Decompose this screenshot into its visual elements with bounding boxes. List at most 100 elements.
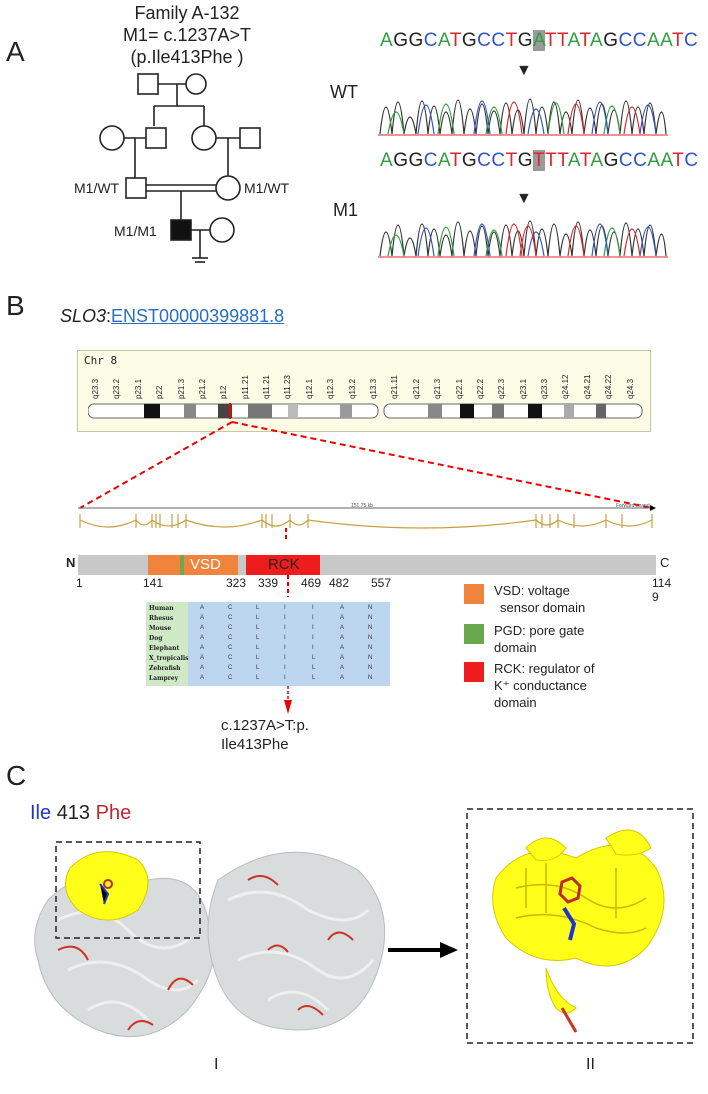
label-structure-i: I: [214, 1056, 219, 1073]
msa-residue: C: [228, 645, 233, 651]
msa-residue: N: [368, 655, 373, 661]
gen2-male-right: [239, 127, 261, 149]
chr-label: Chr 8: [84, 354, 118, 367]
msa-species: Zebrafish: [149, 665, 181, 672]
msa-residue: A: [200, 675, 205, 681]
gen4-female: [209, 217, 235, 243]
msa-residue: N: [368, 635, 373, 641]
msa-residue: N: [368, 675, 373, 681]
msa-residue: I: [312, 635, 314, 641]
gene-name: SLO3: [60, 306, 107, 326]
zoom-box: [55, 841, 201, 939]
msa-residue: L: [256, 605, 260, 611]
gen3-male: [125, 177, 147, 199]
msa-residue: I: [284, 675, 286, 681]
band-label: q12.3: [326, 378, 336, 399]
wt-arrowhead-icon: ▼: [516, 62, 532, 79]
msa-residue: L: [256, 635, 260, 641]
band-label: q24.22: [604, 374, 614, 399]
msa-residue: I: [284, 645, 286, 651]
msa-residue: I: [312, 625, 314, 631]
msa-residue-block: [188, 602, 390, 686]
pos-end-line1: 114: [652, 576, 672, 590]
band-label: p21.2: [197, 378, 207, 399]
pos-141: 141: [143, 576, 164, 590]
band-label: q13.2: [347, 378, 357, 399]
protein-structure-zoom: [466, 808, 694, 1044]
msa-residue: I: [284, 655, 286, 661]
msa-species: Human: [149, 605, 174, 612]
panel-letter-b: B: [6, 290, 25, 321]
arrow-right-icon: [388, 942, 458, 958]
msa-residue: L: [312, 675, 316, 681]
msa-residue: L: [256, 655, 260, 661]
n-terminus: N: [66, 555, 76, 570]
mutation-pointer: [284, 686, 292, 714]
msa-residue: I: [312, 615, 314, 621]
msa-residue: A: [200, 665, 205, 671]
protein-change: (p.Ile413Phe ): [130, 47, 244, 67]
gen2-female-right: [191, 125, 217, 151]
band-label: q24.21: [582, 374, 592, 399]
legend-pgd-line1: PGD: pore gate: [494, 623, 585, 638]
legend-rck-swatch: [464, 662, 484, 682]
legend-rck-line1: RCK: regulator of: [494, 661, 595, 676]
msa-residue: L: [256, 625, 260, 631]
msa-residue: A: [340, 645, 345, 651]
zoom-lines: [79, 421, 653, 509]
gene-transcript-title: SLO3:ENST00000399881.8: [60, 306, 284, 327]
legend-rck-text: RCK: regulator of K⁺ conductance domain: [494, 660, 594, 711]
protein-domain-bar: VSD RCK: [78, 555, 656, 575]
msa-residue: N: [368, 625, 373, 631]
legend-pgd-swatch: [464, 624, 484, 644]
msa-residue: C: [228, 665, 233, 671]
pos-1: 1: [76, 576, 83, 590]
msa-residue: L: [256, 645, 260, 651]
pos-482: 482: [329, 576, 350, 590]
legend-vsd-text: VSD: voltage sensor domain: [494, 582, 585, 616]
band-label: q21.11: [390, 375, 400, 399]
msa-species: Rhesus: [149, 615, 174, 622]
legend-rck-line2: K⁺ conductance: [494, 678, 587, 693]
kb-label: 151.75 kb: [351, 503, 373, 509]
pedigree-title: Family A-132 M1= c.1237A>T (p.Ile413Phe …: [112, 2, 262, 68]
ile-label: Ile: [30, 802, 52, 824]
msa-residue: N: [368, 615, 373, 621]
protein-structure-overview: [34, 841, 386, 1038]
msa-residue: A: [200, 635, 205, 641]
wt-seq-post: TTATAGCCAATC: [544, 30, 699, 51]
msa-residue: I: [284, 635, 286, 641]
msa-residue: L: [256, 665, 260, 671]
rck-label: RCK: [268, 556, 300, 573]
gen2-male-left: [145, 127, 167, 149]
band-label: p22: [155, 385, 165, 399]
msa-residue: I: [312, 645, 314, 651]
transcript-link[interactable]: ENST00000399881.8: [111, 306, 285, 326]
mutation-definition: M1= c.1237A>T: [122, 25, 252, 45]
proband-affected-male: [170, 219, 192, 241]
msa-species: Mouse: [149, 625, 172, 632]
msa-residue: I: [284, 615, 286, 621]
legend-pgd-text: PGD: pore gate domain: [494, 622, 584, 656]
msa-residue: L: [256, 675, 260, 681]
pos-323: 323: [226, 576, 247, 590]
msa-residue: C: [228, 625, 233, 631]
band-label: q13.3: [369, 378, 378, 399]
gen3-female: [215, 175, 241, 201]
msa-residue: L: [312, 655, 316, 661]
msa-residue: C: [228, 605, 233, 611]
m1-chromatogram: [378, 220, 668, 258]
band-label: q22.3: [497, 378, 507, 399]
gen1-female: [185, 73, 207, 95]
band-label: p12: [219, 385, 229, 399]
mutation-line1: c.1237A>T:p.: [221, 717, 309, 734]
m1-arrowhead-icon: ▼: [516, 190, 532, 207]
msa-species: X_tropicalis: [149, 655, 189, 662]
band-label: q23.2: [112, 378, 122, 399]
msa-residue: N: [368, 645, 373, 651]
msa-residue: A: [200, 655, 205, 661]
legend-vsd-line2: sensor domain: [500, 600, 586, 615]
msa-species: Dog: [149, 635, 163, 642]
band-label: q24.3: [625, 378, 635, 399]
